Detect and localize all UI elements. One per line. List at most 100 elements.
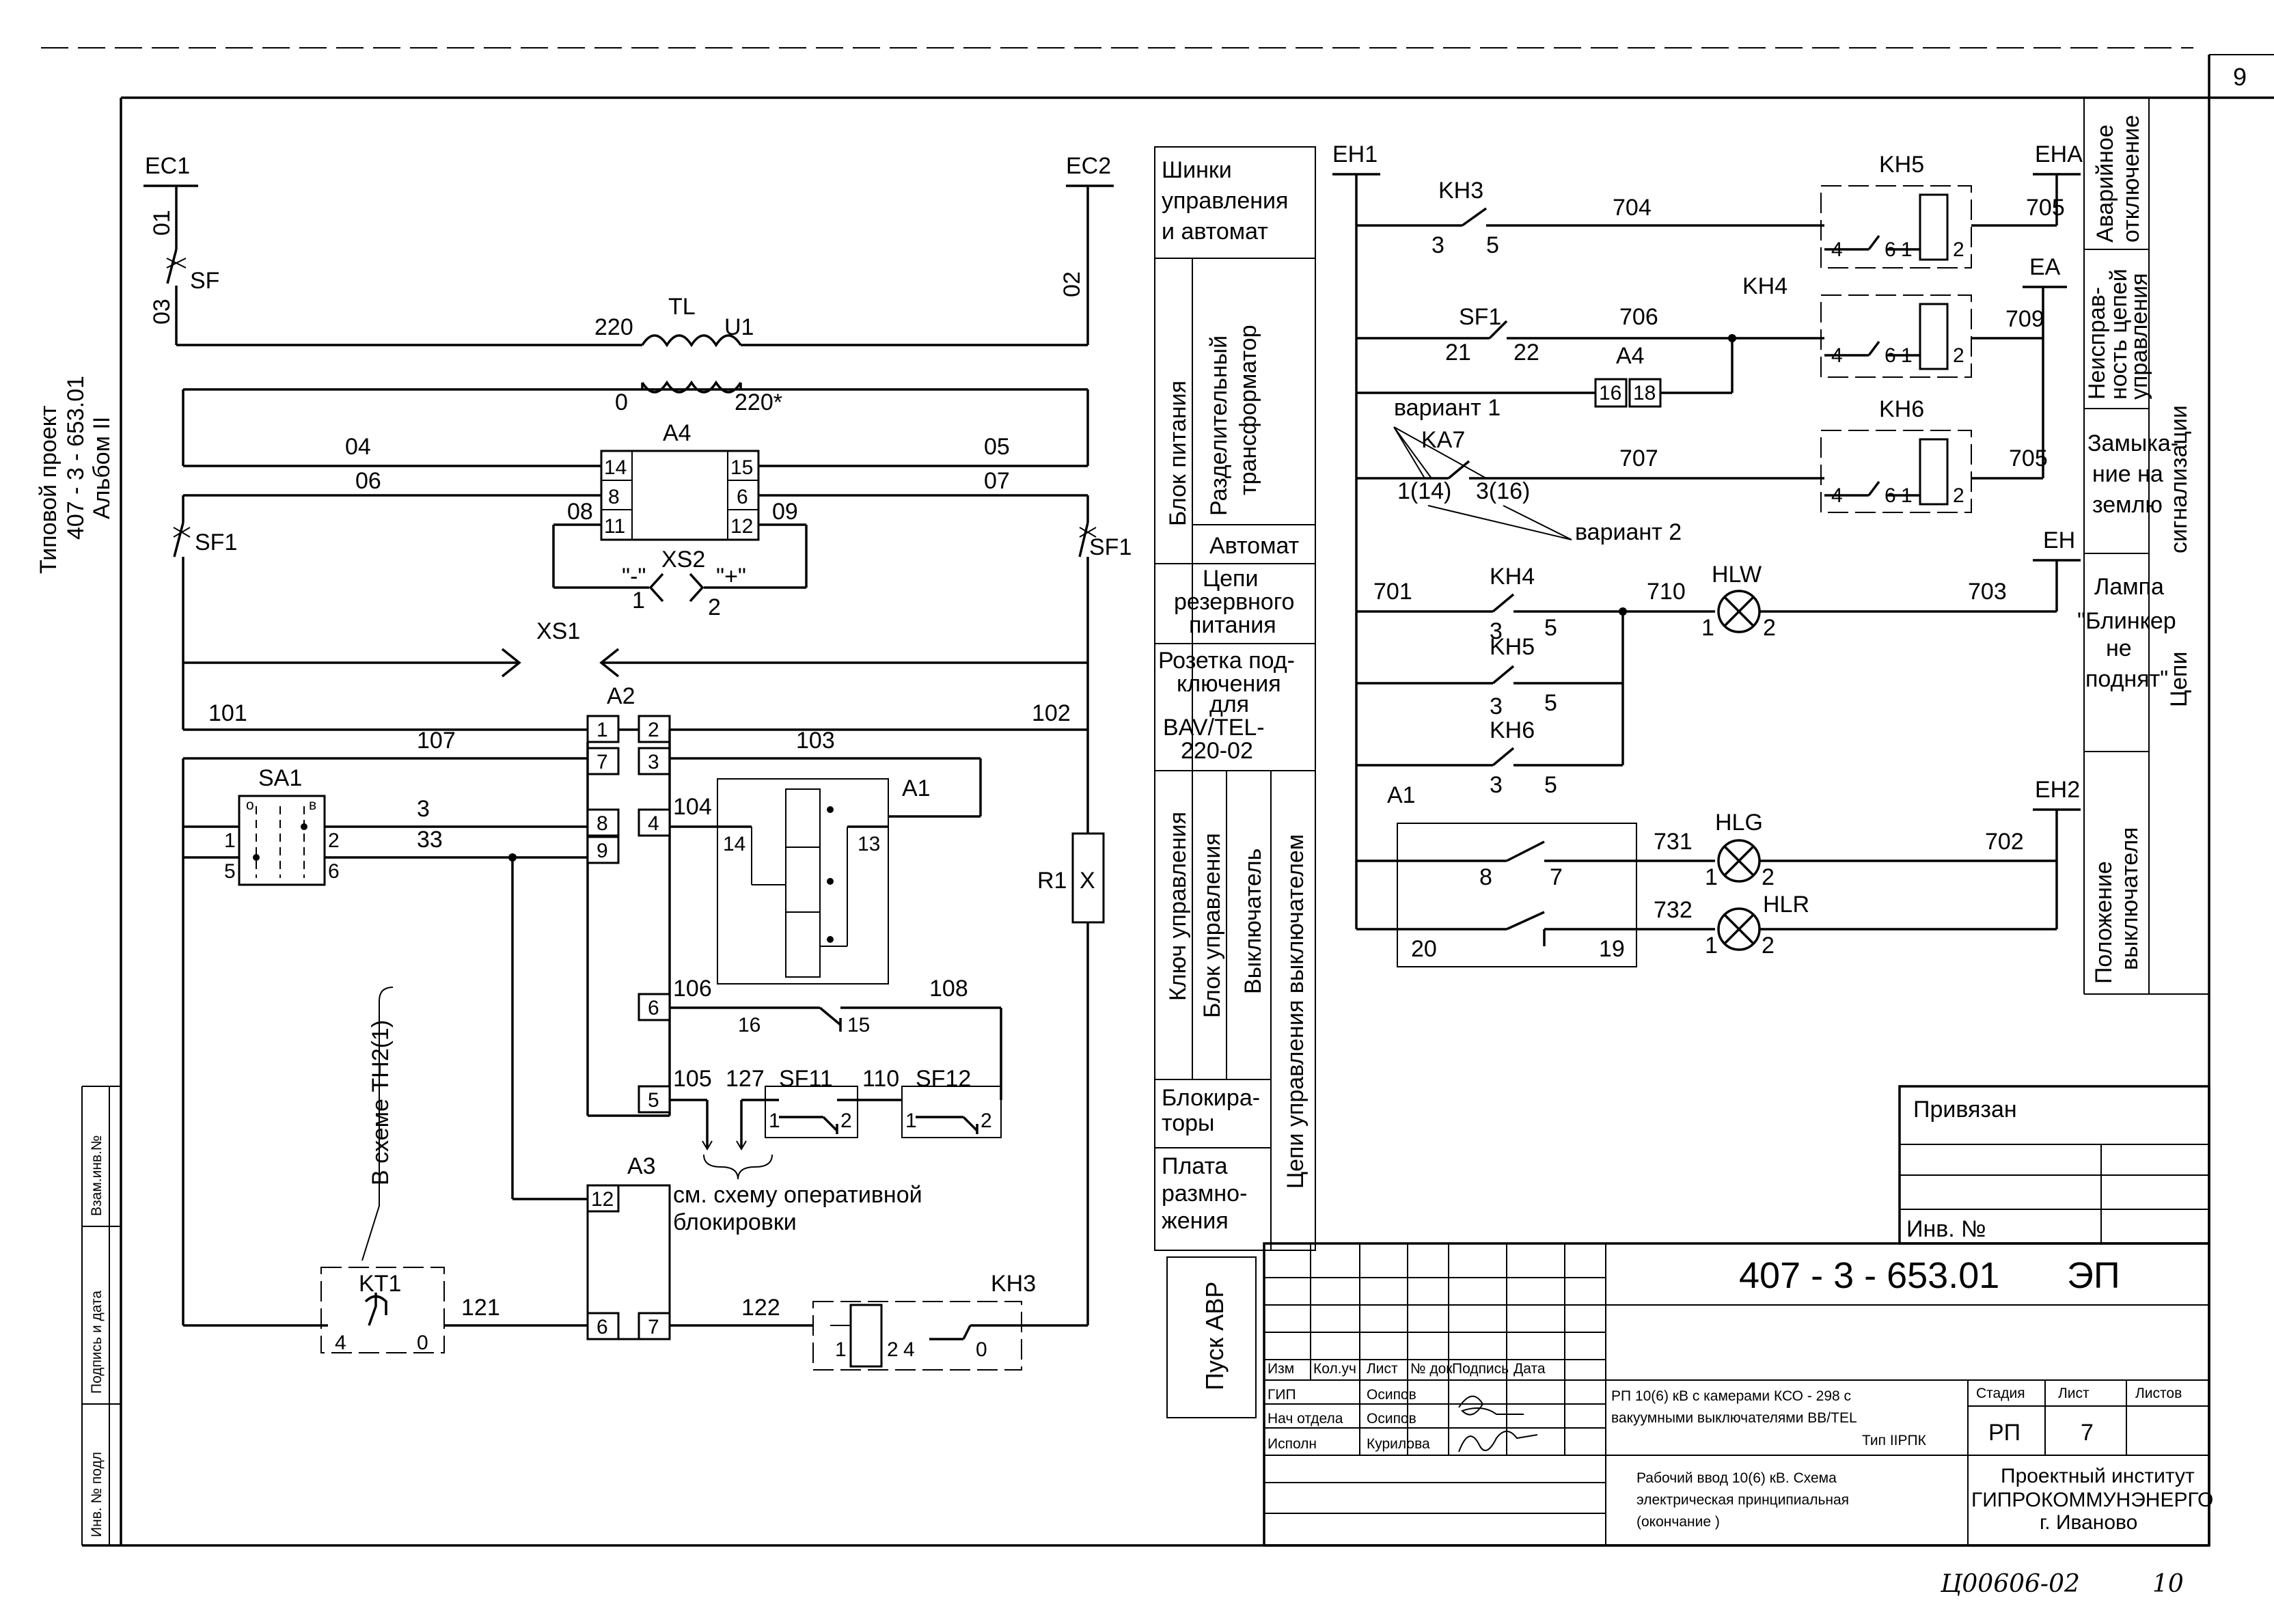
- legend-razd-1: Разделительный: [1206, 335, 1232, 516]
- hlr-label: HLR: [1763, 892, 1809, 918]
- wire-703: 703: [1968, 579, 2007, 605]
- xs2-pin-1: 1: [632, 588, 645, 614]
- legend-razd-2: трансформатор: [1235, 325, 1261, 495]
- a4-right-pin-16: 16: [1599, 382, 1621, 404]
- sf1-left-label: SF1: [195, 529, 237, 555]
- kh3-right-label: KH3: [1438, 178, 1483, 204]
- a1-right-pin-7: 7: [1550, 864, 1563, 890]
- wire-08: 08: [567, 499, 593, 525]
- kh5-contact-pin-5: 5: [1544, 690, 1557, 716]
- kh5-pin-2: 2: [1953, 238, 1964, 261]
- wire-705-b: 705: [2009, 445, 2048, 471]
- legend-blok-pit: Блок питания: [1165, 381, 1191, 526]
- stamp-role-ispoln: Исполн: [1268, 1436, 1317, 1452]
- a4-pin-6: 6: [737, 486, 748, 508]
- legend-blokir-1: Блокира-: [1162, 1085, 1260, 1111]
- kh6-pin-1: 1: [1901, 484, 1913, 507]
- r1-mark: X: [1080, 868, 1095, 894]
- legend-plata-3: жения: [1162, 1208, 1229, 1234]
- kh5-contact-pin-3: 3: [1490, 693, 1503, 719]
- sf11-label: SF11: [779, 1066, 833, 1092]
- kh4-pin-4: 4: [1831, 344, 1843, 367]
- a3-pin-7: 7: [648, 1316, 659, 1338]
- wire-122: 122: [741, 1295, 780, 1321]
- wire-04: 04: [345, 434, 371, 460]
- legend-plata-1: Плата: [1162, 1153, 1228, 1179]
- page-number: 9: [2233, 63, 2247, 91]
- sa1-pos-o: o: [246, 797, 254, 813]
- legend-rozetka-3: для: [1209, 691, 1249, 717]
- rlegend-polozh-2: выключателя: [2117, 827, 2143, 970]
- hlw-pin-2: 2: [1763, 615, 1776, 641]
- sf1-pin-22: 22: [1513, 340, 1539, 366]
- in-scheme-label: В схеме ТН2(1): [368, 1020, 394, 1185]
- stamp-title1-1: РП 10(6) кВ с камерами КСО - 298 с: [1611, 1388, 1851, 1404]
- rlegend-zamyk-3: землю: [2092, 492, 2163, 518]
- stamp-listov: Листов: [2135, 1386, 2182, 1401]
- sf12-pin-1: 1: [905, 1110, 917, 1132]
- a2-pin-2: 2: [648, 719, 659, 741]
- kh3-pin-0: 0: [976, 1338, 987, 1361]
- hlr-pin-2: 2: [1762, 933, 1775, 959]
- wire-108: 108: [929, 976, 968, 1002]
- sf1-pin-21: 21: [1445, 340, 1471, 366]
- a4-pin-8: 8: [608, 486, 620, 508]
- a1-right-pin-20: 20: [1411, 936, 1437, 962]
- rlegend-polozh-1: Положение: [2091, 861, 2117, 984]
- r1-label: R1: [1037, 868, 1067, 894]
- rlegend-avar-1: Аварийное: [2092, 124, 2118, 243]
- wire-102: 102: [1032, 700, 1071, 726]
- kh6-pin-4: 4: [1831, 484, 1843, 507]
- sf1-right-label: SF1: [1459, 304, 1501, 330]
- rlegend-neispr-1: Неисправ-: [2084, 287, 2110, 400]
- v220-label: 220: [594, 314, 633, 340]
- v0-label: 0: [615, 389, 628, 415]
- wire-01: 01: [149, 210, 175, 236]
- wire-09: 09: [772, 499, 798, 525]
- kh6-contact-pin-5: 5: [1544, 772, 1557, 798]
- a2-pin-3: 3: [648, 751, 659, 773]
- wire-101: 101: [208, 700, 247, 726]
- rlegend-neispr-2: ность цепей: [2106, 269, 2132, 400]
- stamp-list: Лист: [2058, 1386, 2090, 1401]
- kh4-contact-pin-5: 5: [1544, 615, 1557, 641]
- stamp-code: 407 - 3 - 653.01: [1739, 1255, 1999, 1296]
- a2-pin-6: 6: [648, 997, 659, 1019]
- legend-pusk-avr: Пуск АВР: [1201, 1282, 1229, 1390]
- ka7-label: KA7: [1421, 427, 1465, 453]
- right-schematic: EH1 KH3 3 5 704 KH5 4 6 1 2 705 EHA SF1 …: [1332, 141, 2083, 967]
- rlegend-signal: сигнализации: [2166, 405, 2192, 553]
- stamp-privyazan: Привязан: [1913, 1097, 2017, 1123]
- stamp-role-gip: ГИП: [1268, 1387, 1296, 1403]
- bus-eha-label: EHA: [2035, 141, 2083, 167]
- sa1-pin-2: 2: [328, 829, 340, 852]
- a2-pin-1: 1: [597, 719, 608, 741]
- side-inv-podl: Инв. № подл: [89, 1452, 105, 1537]
- a4-label: A4: [663, 420, 691, 446]
- kh4-label: KH4: [1742, 273, 1787, 299]
- wire-704: 704: [1613, 195, 1652, 221]
- legend-shinki-2: управления: [1162, 188, 1288, 214]
- stamp-col-data: Дата: [1513, 1361, 1546, 1377]
- wire-33: 33: [417, 827, 443, 853]
- kh6-contact-label: KH6: [1490, 717, 1535, 743]
- sf12-pin-2: 2: [981, 1110, 992, 1132]
- legend-shinki-3: и автомат: [1162, 219, 1268, 245]
- legend-rozetka-5: 220-02: [1181, 738, 1253, 764]
- bus-eh1-label: EH1: [1332, 141, 1378, 167]
- a1-right-label: A1: [1387, 782, 1416, 808]
- bus-ec1-label: EC1: [145, 153, 190, 179]
- a1-right-pin-19: 19: [1599, 936, 1625, 962]
- kh4-pin-2: 2: [1953, 344, 1964, 367]
- a4-pin-14: 14: [604, 456, 627, 479]
- wire-07: 07: [984, 468, 1010, 494]
- kh5-pin-6: 6: [1885, 238, 1896, 261]
- sf11-pin-2: 2: [840, 1110, 852, 1132]
- sf11-pin-1: 1: [769, 1110, 780, 1132]
- rlegend-lampa-4: поднят": [2085, 666, 2168, 692]
- wire-706: 706: [1619, 304, 1658, 330]
- legend-plata-2: размно-: [1162, 1181, 1247, 1207]
- wire-701: 701: [1373, 579, 1412, 605]
- kh3-right-pin-5: 5: [1486, 232, 1499, 258]
